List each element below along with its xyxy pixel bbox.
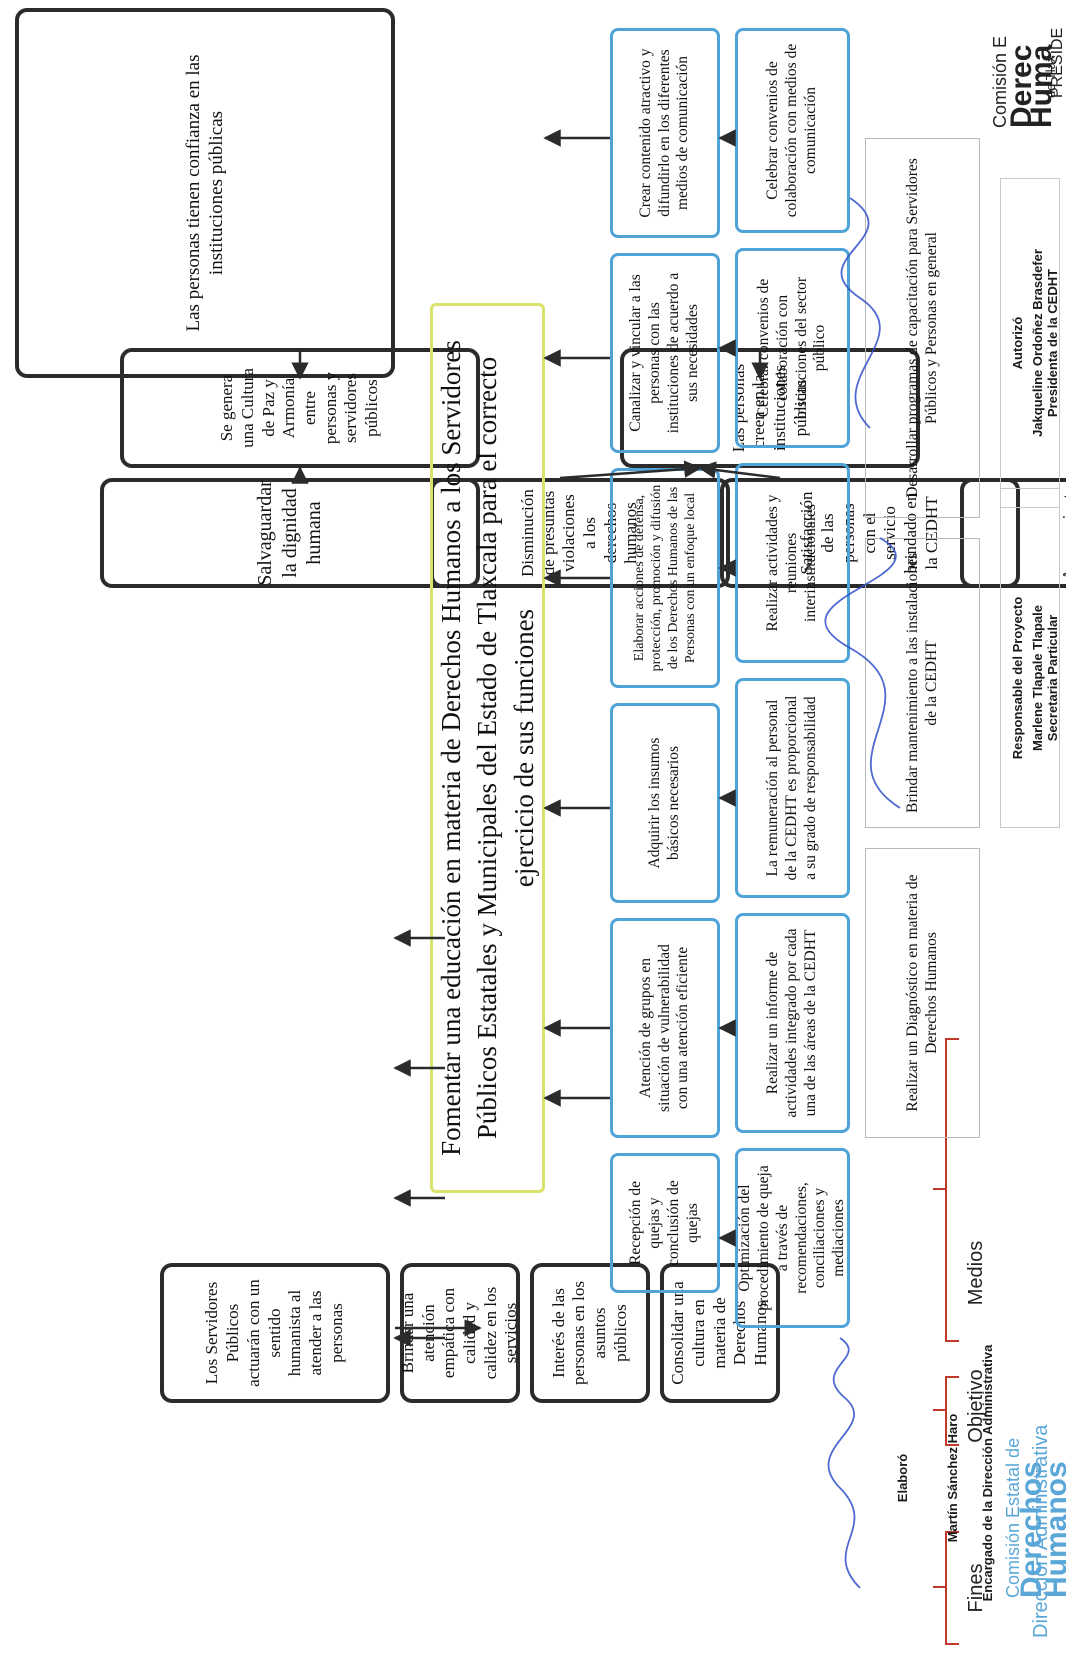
stamp-right-line5: PRESIDE <box>1049 27 1066 98</box>
autorizo-name: Jakqueline Ordoñez Brasdefer <box>1030 249 1045 437</box>
stamp-left-line4: Dirección Administrativa <box>1030 1424 1052 1638</box>
arrow-disminucion-to-creen <box>559 460 702 480</box>
responsable-title: Secretaria Particular <box>1045 614 1060 742</box>
responsable-role: Responsable del Proyecto <box>1010 596 1025 760</box>
elaboro-title: Encargado de la Dirección Administrativa <box>980 1344 995 1602</box>
elaboro-role: Elaboró <box>895 1453 910 1503</box>
responsable-name: Marlene Tlapale Tlapale <box>1030 605 1045 751</box>
autorizo-title: Presidenta de la CEDHT <box>1045 268 1060 418</box>
elaboro-name: Martín Sánchez Haro <box>945 1413 960 1543</box>
autorizo-role: Autorizó <box>1010 316 1025 370</box>
arrow-satisfaccion-to-creen <box>698 461 781 480</box>
